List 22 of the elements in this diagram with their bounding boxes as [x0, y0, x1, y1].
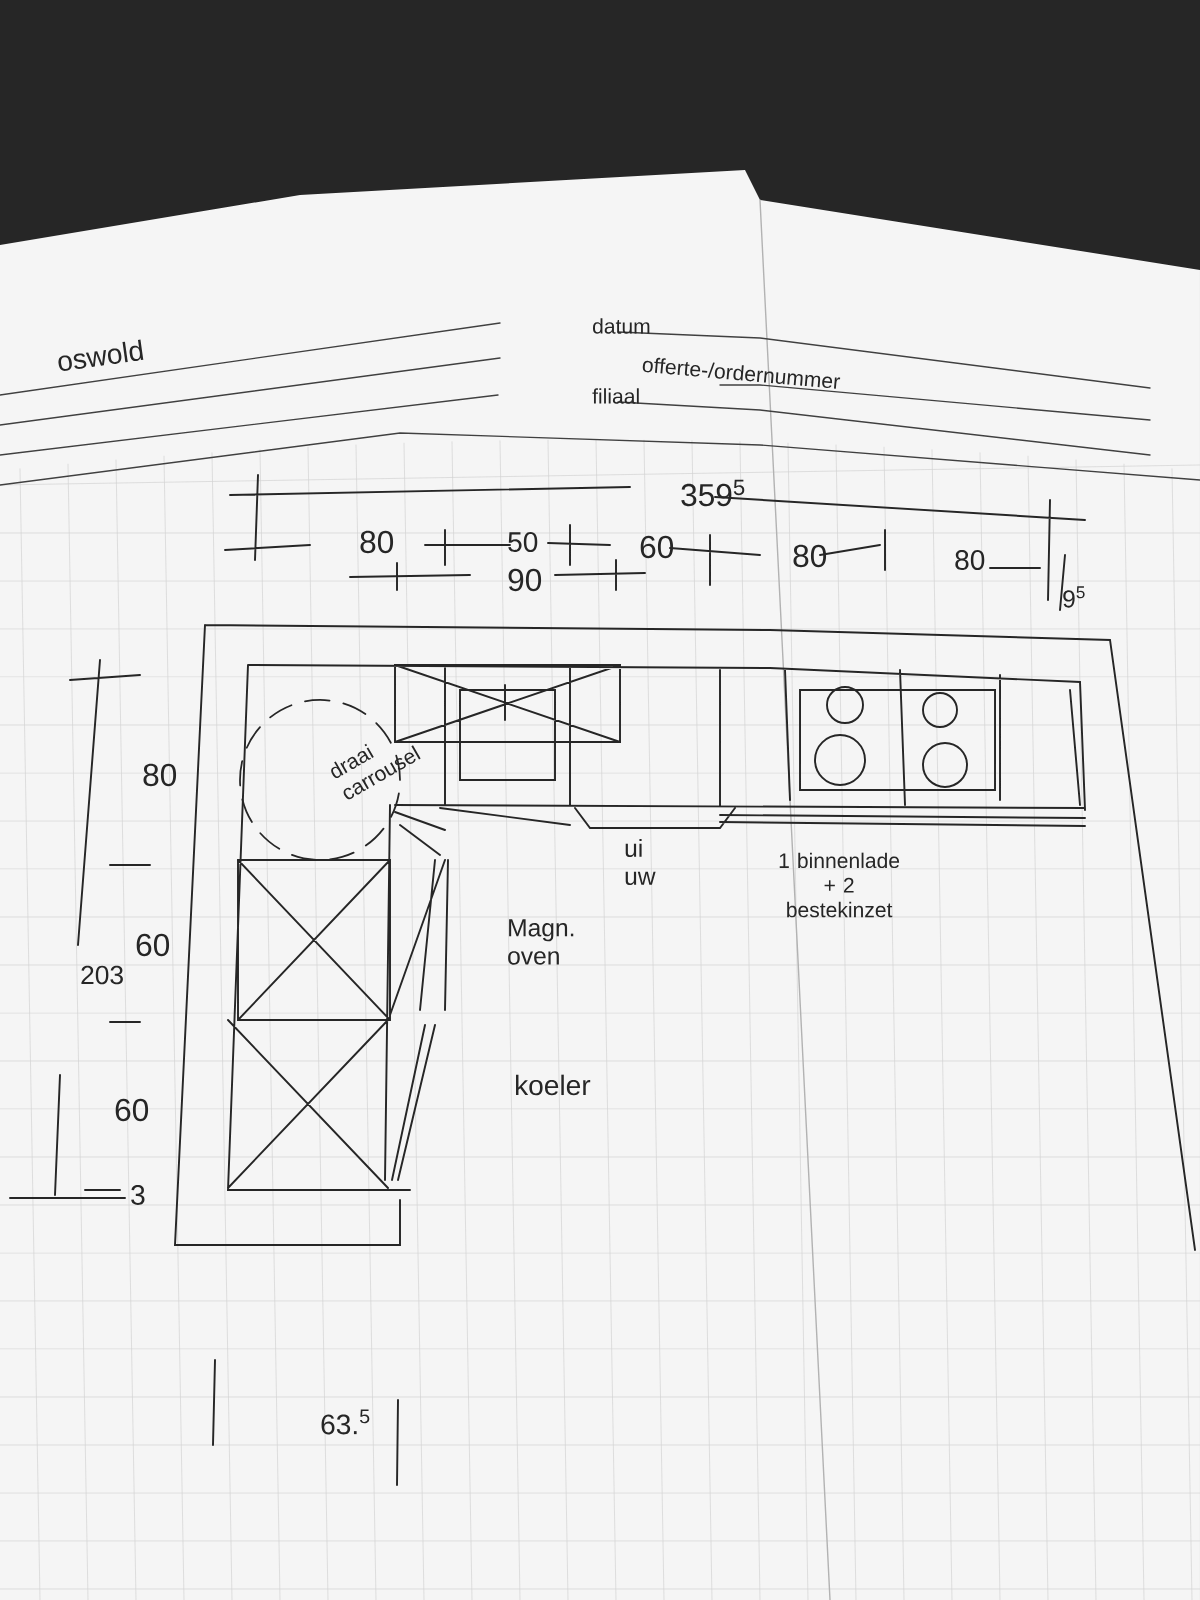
dimension-label: 63.$^{5}$ — [321, 1409, 370, 1435]
dimension-label: 203 — [81, 965, 123, 985]
form-field-label: filiaal — [592, 388, 639, 404]
dimension-label: 80 — [793, 544, 827, 568]
dimension-label: 90 — [508, 568, 542, 592]
handwritten-name: oswold — [58, 339, 144, 371]
dimension-label: 60 — [136, 933, 170, 957]
form-field-label: datum — [593, 318, 650, 334]
dimension-label: 3 — [131, 1185, 145, 1205]
cabinet-label: Magn. oven — [508, 919, 574, 965]
dimension-label: 60 — [640, 535, 674, 559]
dimension-label: 80 — [360, 530, 394, 554]
dimension-label: 359$^{5}$ — [681, 479, 745, 507]
cabinet-label: koeler — [516, 1074, 591, 1096]
cabinet-label: ui uw — [625, 838, 656, 886]
dimension-label: 60 — [115, 1098, 149, 1122]
dimension-label: 9$^{5}$ — [1063, 586, 1085, 608]
dimension-label: 50 — [508, 532, 538, 552]
cabinet-label: 1 binnenlade + 2 bestekinzet — [779, 852, 900, 918]
dimension-label: 80 — [955, 550, 985, 570]
form-field-label: offerte-/ordernummer — [642, 357, 841, 389]
dimension-label: 80 — [143, 763, 177, 787]
